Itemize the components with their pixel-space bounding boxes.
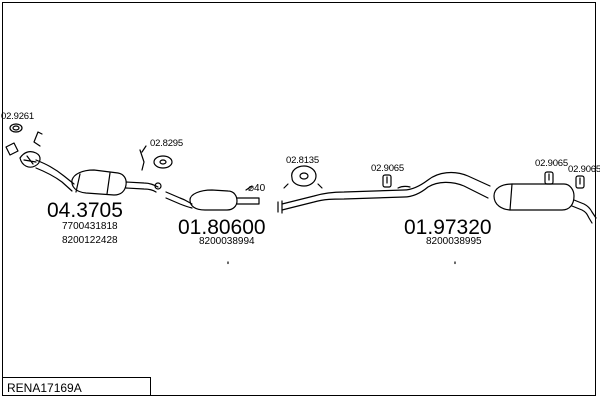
section-code-0: 04.3705 [47, 199, 123, 222]
diagram-title: RENA17169A [7, 381, 82, 395]
clamp-ring-left [9, 123, 23, 133]
section-code-2: 01.97320 [404, 216, 492, 239]
part-label-hanger-rear-b: 02.9065 [535, 158, 568, 169]
part-label-clamp-left: 02.9261 [1, 111, 34, 122]
diameter-label: ⌀40 [248, 183, 266, 194]
part-label-hanger-rear-a: 02.9065 [371, 163, 404, 174]
pipe-flange [277, 200, 283, 214]
section-oe-0-0: 7700431818 [62, 221, 118, 232]
section-oe-2-0: 8200038995 [426, 236, 482, 247]
diagram-frame [2, 2, 596, 396]
hanger-rear-b [544, 171, 554, 185]
downpipe [35, 159, 75, 192]
section-code-1: 01.80600 [178, 216, 266, 239]
hanger-rear-a [382, 174, 411, 189]
part-label-hanger-mid: 02.8135 [286, 155, 319, 166]
hanger-cat [139, 145, 173, 190]
section-oe-1-0: 8200038994 [199, 236, 255, 247]
part-label-hanger-rear-c: 02.9065 [568, 164, 600, 175]
rear-silencer [493, 183, 597, 224]
bracket-left [33, 131, 43, 147]
rear-pipe [281, 171, 491, 211]
diameter-pointer [245, 185, 253, 191]
mid-pipe-front [165, 191, 193, 209]
title-box: RENA17169A [2, 377, 151, 396]
hanger-mid [283, 165, 323, 189]
catalytic-converter [71, 169, 159, 196]
part-label-hanger-cat: 02.8295 [150, 138, 183, 149]
hanger-rear-c [575, 175, 585, 189]
front-flange [5, 142, 41, 168]
section-oe-0-1: 8200122428 [62, 235, 118, 246]
centre-silencer [189, 189, 260, 211]
